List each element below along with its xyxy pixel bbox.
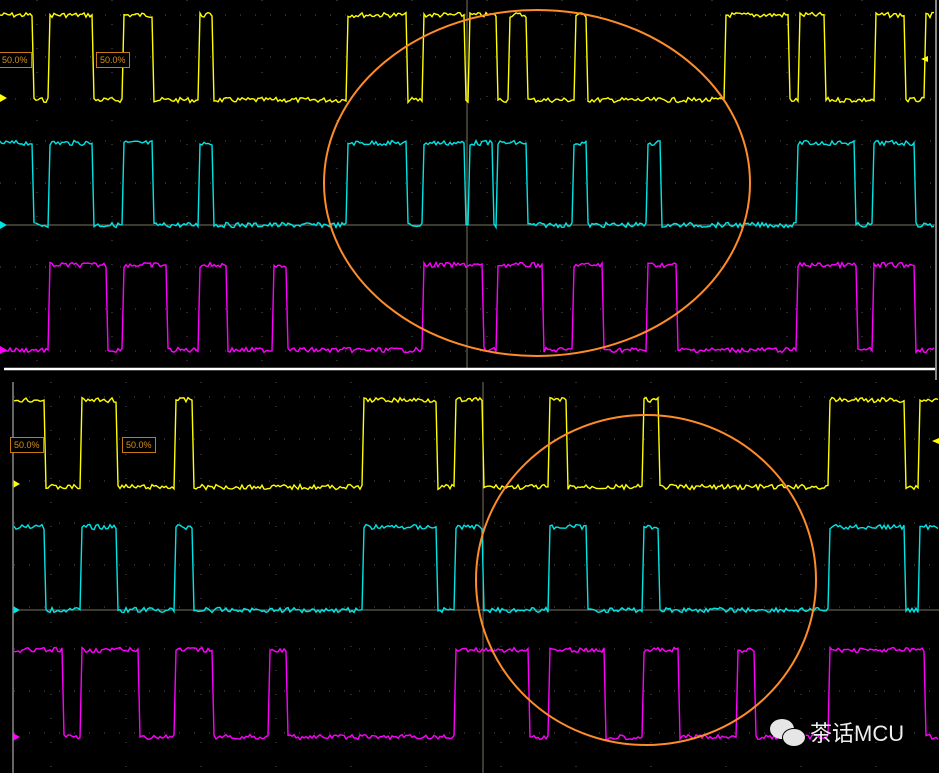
waveform-trace xyxy=(13,523,939,614)
channel-ground-marker xyxy=(0,221,7,229)
watermark-text: 茶话MCU xyxy=(810,721,905,746)
channel-ground-marker xyxy=(13,606,20,614)
trigger-level-marker: 50.0% xyxy=(0,52,32,68)
waveform-trace xyxy=(0,139,935,230)
trigger-level-marker: 50.0% xyxy=(10,437,44,453)
channel-ground-marker xyxy=(0,94,7,102)
trigger-level-marker: 50.0% xyxy=(96,52,130,68)
highlight-ellipse xyxy=(475,414,817,746)
trigger-position-marker xyxy=(921,56,928,62)
wechat-icon xyxy=(770,719,806,747)
channel-ground-marker xyxy=(13,733,20,741)
trigger-level-marker: 50.0% xyxy=(122,437,156,453)
waveform-trace xyxy=(0,260,935,355)
waveform-trace xyxy=(0,10,934,105)
channel-ground-marker xyxy=(13,480,20,488)
watermark: 茶话MCU xyxy=(770,716,904,748)
highlight-ellipse xyxy=(323,9,751,357)
channel-ground-marker xyxy=(0,346,7,354)
trigger-position-marker xyxy=(932,438,939,444)
waveform-trace xyxy=(13,396,939,492)
